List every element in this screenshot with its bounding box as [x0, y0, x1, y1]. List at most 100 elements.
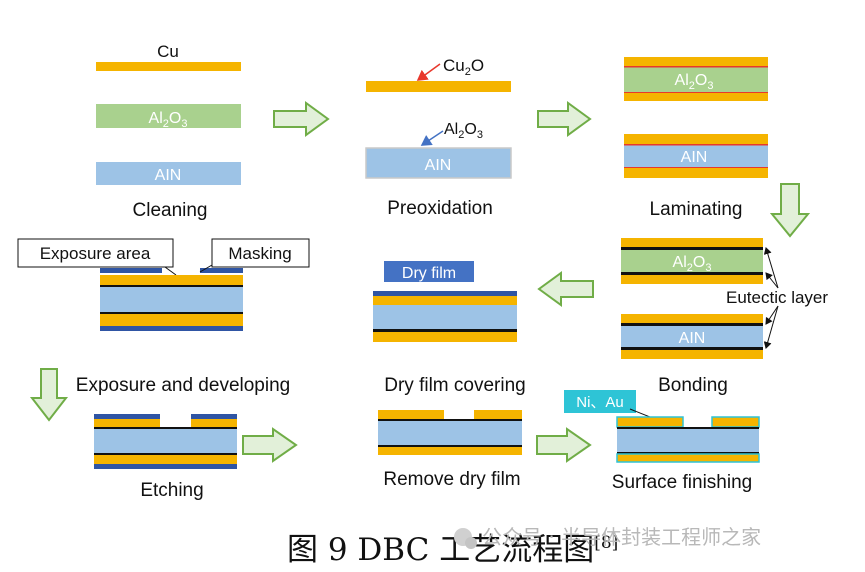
- eutectic-line: [378, 419, 522, 421]
- masking-box: [211, 238, 310, 268]
- cu-pad: [474, 410, 522, 419]
- cu-top: [100, 275, 243, 285]
- step-label-preoxidation: Preoxidation: [387, 198, 493, 219]
- eutectic-line: [621, 323, 763, 326]
- eutectic-layer-label: Eutectic layer: [726, 288, 828, 307]
- aln-plate-oxidized: [365, 147, 512, 179]
- eutectic-pointer: [763, 247, 779, 289]
- step-label-bonding: Bonding: [658, 375, 728, 396]
- cu-bottom-plated: [616, 453, 760, 463]
- eutectic-line: [617, 427, 759, 429]
- eutectic-line: [100, 312, 243, 314]
- step-bonding: Al2O3 AIN Eutectic layer Bonding: [621, 238, 828, 396]
- cu-bottom: [94, 455, 237, 464]
- cu-pad-plated: [616, 416, 684, 428]
- masking-layer-bottom: [94, 464, 237, 469]
- eutectic-line: [621, 347, 763, 350]
- step-laminating: Al2O3 AIN Laminating: [624, 57, 768, 220]
- eutectic-line: [100, 285, 243, 287]
- watermark: 公众号 · 半导体封装工程师之家: [454, 525, 761, 549]
- cu2o-arrow: [416, 63, 441, 81]
- cu-bottom: [621, 275, 763, 284]
- step-dry-film-covering: Dry film Dry film covering: [373, 261, 526, 396]
- aln-plate: [624, 144, 768, 168]
- cu2o-line: [624, 66, 768, 68]
- cu-pad: [191, 419, 237, 427]
- masking-pointer: [199, 264, 213, 273]
- step-label-surface-finishing: Surface finishing: [612, 472, 752, 493]
- alumina-label: Al2O3: [149, 110, 188, 130]
- cu-sheet: [96, 62, 241, 71]
- aln-plate: [621, 326, 763, 347]
- step-surface-finishing: Ni、Au Surface finishing: [564, 390, 760, 493]
- figure-caption-ref: [8]: [594, 533, 618, 553]
- step-cleaning: Cu Al2O3 AIN Cleaning: [96, 42, 241, 221]
- eutectic-pointer: [765, 305, 779, 325]
- step-label-cleaning: Cleaning: [133, 200, 208, 221]
- aln-label: AIN: [155, 167, 182, 184]
- eutectic-line: [617, 452, 759, 454]
- flow-arrow-right-icon: [273, 101, 330, 137]
- dry-film-label: Dry film: [402, 265, 456, 282]
- flow-arrow-down-icon: [769, 183, 811, 238]
- eutectic-line: [621, 247, 763, 250]
- step-label-remove-dry-film: Remove dry film: [383, 469, 520, 490]
- masking-layer: [200, 268, 243, 273]
- aln-label: AIN: [425, 157, 452, 174]
- eutectic-line: [621, 272, 763, 275]
- masking-layer: [100, 268, 162, 273]
- flow-arrow-left-icon: [537, 271, 594, 307]
- cu-pad: [378, 410, 444, 419]
- cu2o-line: [624, 144, 768, 146]
- ceramic-plate: [373, 305, 517, 330]
- alumina-plate: [96, 104, 241, 128]
- cu-bottom: [373, 332, 517, 342]
- flow-arrow-down-icon: [29, 368, 69, 422]
- masking-layer-bottom: [100, 326, 243, 331]
- masking-label: Masking: [228, 244, 291, 263]
- masking-layer: [191, 414, 237, 419]
- cu-top: [624, 134, 768, 144]
- cu-top: [624, 57, 768, 66]
- cu-bottom: [624, 168, 768, 178]
- eutectic-pointer: [765, 272, 779, 289]
- aln-label: AIN: [681, 149, 708, 166]
- cu-top: [373, 296, 517, 305]
- aln-label: AIN: [679, 330, 706, 347]
- eutectic-line: [94, 453, 237, 455]
- flow-arrow-right-icon: [242, 427, 298, 463]
- cu-pad: [94, 419, 160, 427]
- cu-bottom: [100, 314, 243, 326]
- cu-sheet-oxidized: [366, 81, 511, 92]
- ceramic-plate: [100, 287, 243, 312]
- ni-au-tag: [564, 390, 636, 413]
- alumina-plate: [624, 66, 768, 93]
- step-etching: Etching: [94, 414, 237, 501]
- step-remove-dry-film: Remove dry film: [378, 410, 522, 490]
- step-label-laminating: Laminating: [650, 199, 743, 220]
- flow-arrow-right-icon: [537, 101, 592, 137]
- cu-top: [621, 314, 763, 323]
- alumina-label: Al2O3: [675, 72, 714, 92]
- exposure-pointer: [164, 266, 177, 276]
- aln-plate: [96, 162, 241, 185]
- cu-pad-plated: [711, 416, 760, 428]
- ceramic-plate: [617, 429, 759, 452]
- step-label-dry-film-covering: Dry film covering: [384, 375, 525, 396]
- ceramic-plate: [378, 421, 522, 445]
- exposure-area-box: [17, 238, 174, 268]
- wechat-icon-bubble: [465, 537, 477, 549]
- exposure-area-label: Exposure area: [40, 244, 151, 263]
- step-label-exposure-developing: Exposure and developing: [76, 375, 290, 396]
- alumina-callout-label: Al2O3: [444, 121, 483, 141]
- eutectic-line: [378, 445, 522, 447]
- cu-bottom: [378, 447, 522, 455]
- ni-au-label: Ni、Au: [576, 394, 624, 411]
- cu2o-line: [624, 92, 768, 94]
- cu-top: [621, 238, 763, 247]
- cu2o-line: [624, 167, 768, 169]
- figure-caption-text: 图 9 DBC 工艺流程图: [287, 532, 594, 568]
- alumina-label: Al2O3: [673, 254, 712, 274]
- ceramic-plate: [94, 429, 237, 453]
- eutectic-line: [94, 427, 237, 429]
